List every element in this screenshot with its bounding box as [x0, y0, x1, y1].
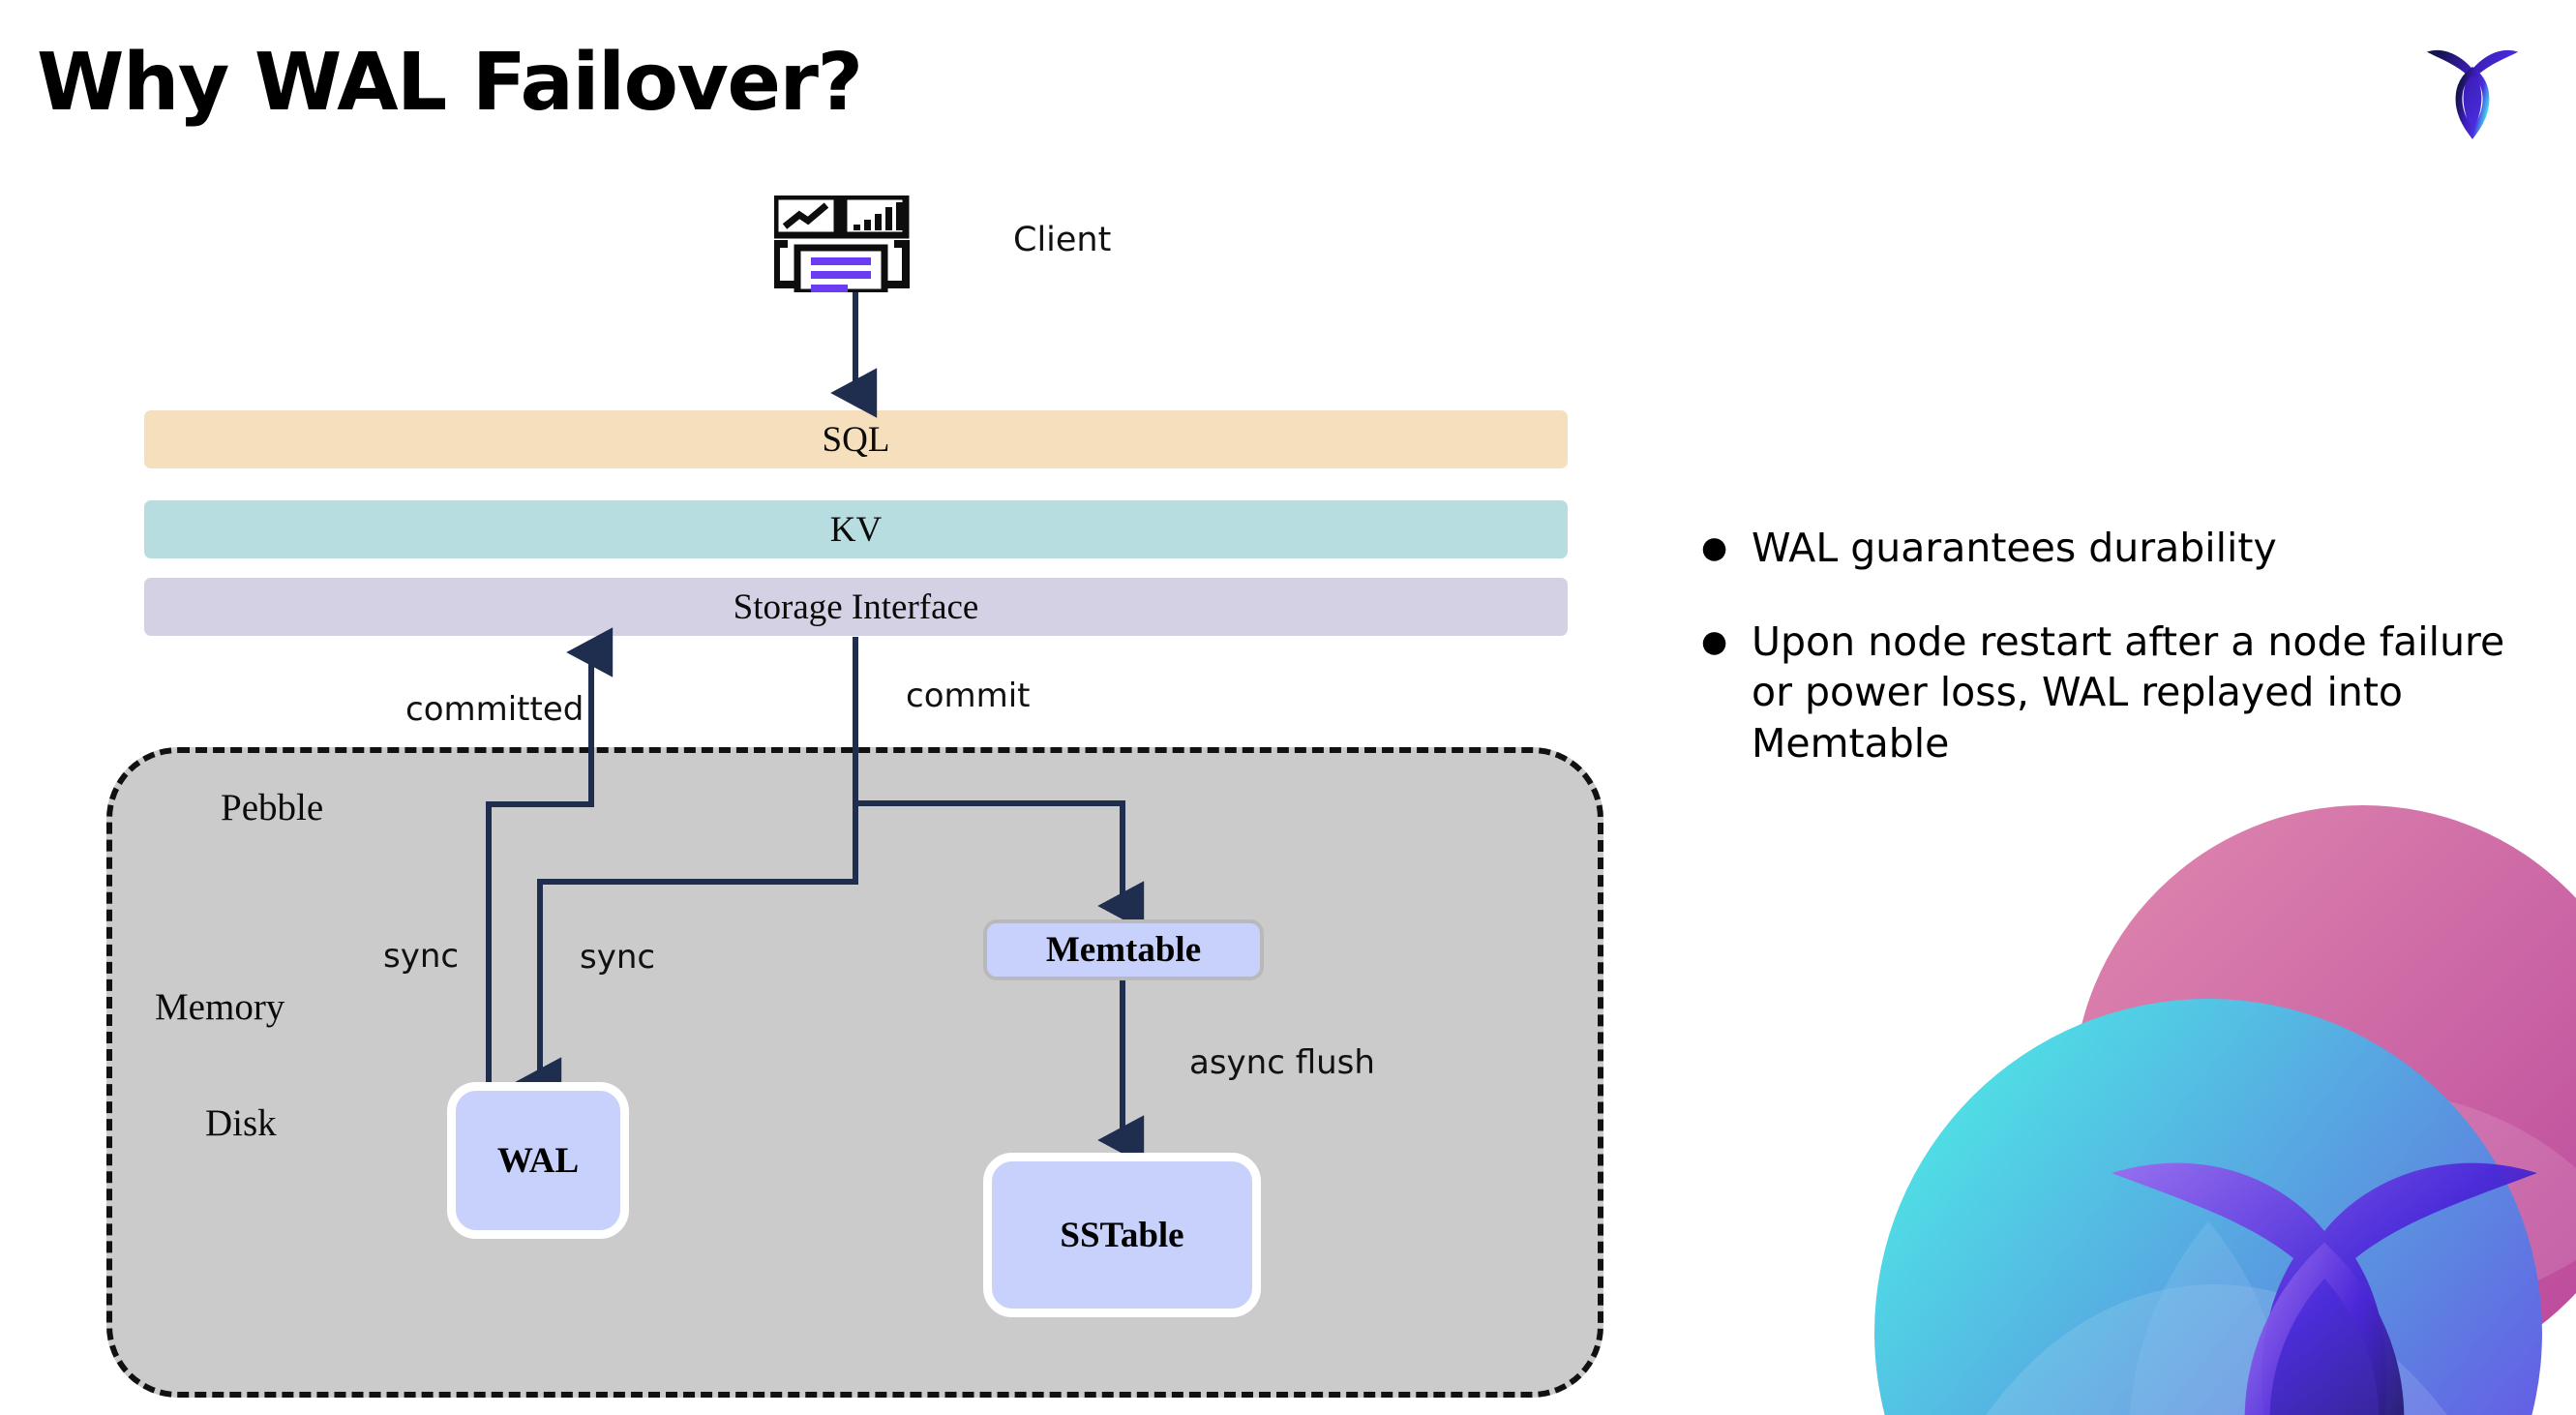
layer-bar-storage-interface: Storage Interface: [144, 578, 1568, 636]
bullet-dot-icon: ●: [1701, 530, 1728, 565]
node-memtable: Memtable: [983, 919, 1264, 980]
layer-label-sql: SQL: [822, 419, 890, 460]
bullet-text: Upon node restart after a node failure o…: [1752, 618, 2505, 767]
flow-label-sync-right: sync: [580, 938, 656, 977]
cockroach-labs-logo: [2415, 31, 2530, 145]
bullet-text: WAL guarantees durability: [1752, 525, 2277, 571]
node-sstable-label: SSTable: [1060, 1215, 1184, 1255]
layer-label-storage-interface: Storage Interface: [733, 587, 979, 627]
cockroach-labs-watermark: [1821, 805, 2576, 1415]
layer-bar-sql: SQL: [144, 410, 1568, 468]
bullet-dot-icon: ●: [1701, 624, 1728, 659]
disk-label: Disk: [205, 1102, 277, 1144]
node-sstable: SSTable: [983, 1153, 1261, 1317]
layer-bar-kv: KV: [144, 500, 1568, 558]
list-item: ● WAL guarantees durability: [1701, 523, 2514, 574]
pebble-container: [106, 747, 1603, 1398]
flow-label-commit: commit: [906, 677, 1031, 715]
bullet-list: ● WAL guarantees durability ● Upon node …: [1701, 523, 2514, 811]
node-wal: WAL: [447, 1082, 629, 1239]
list-item: ● Upon node restart after a node failure…: [1701, 617, 2514, 768]
flow-label-async-flush: async flush: [1189, 1043, 1375, 1082]
layer-label-kv: KV: [829, 509, 883, 550]
flow-label-sync-left: sync: [383, 937, 460, 976]
node-wal-label: WAL: [496, 1140, 580, 1181]
client-label: Client: [1013, 221, 1112, 259]
flow-label-committed: committed: [405, 690, 584, 729]
client-analytics-icon: [771, 193, 929, 296]
pebble-label: Pebble: [221, 787, 324, 828]
memory-label: Memory: [155, 986, 285, 1028]
page-title: Why WAL Failover?: [37, 37, 863, 129]
node-memtable-label: Memtable: [1045, 930, 1202, 970]
